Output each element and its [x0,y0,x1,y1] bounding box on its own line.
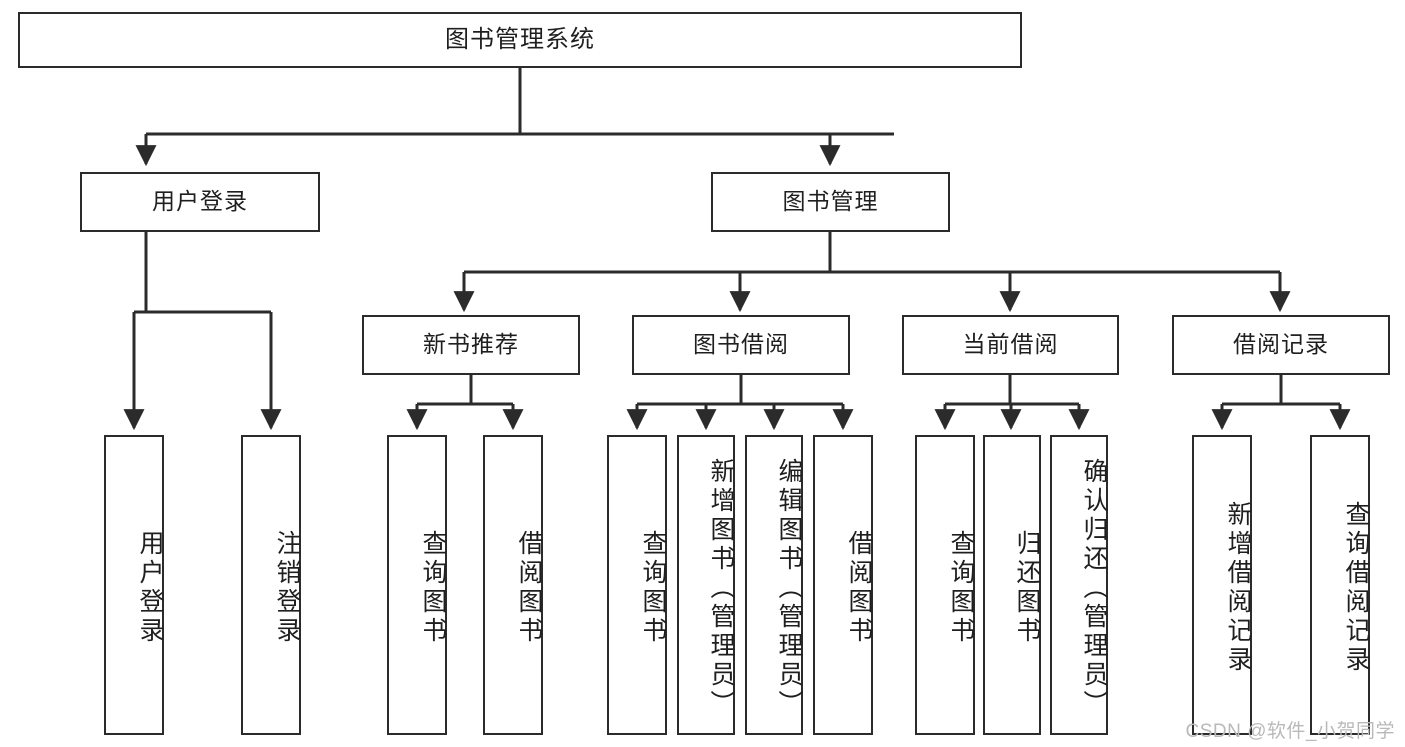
node-current-borrow[interactable]: 当前借阅 [902,315,1119,375]
node-new-book-recommend[interactable]: 新书推荐 [362,315,580,375]
node-book-borrow-label: 图书借阅 [693,331,789,358]
leaf-borrow-book-a[interactable]: 借阅图书 [483,435,543,735]
leaf-logout[interactable]: 注销登录 [241,435,301,735]
leaf-add-record-label: 新增借阅记录 [1224,501,1252,675]
node-borrow-record-label: 借阅记录 [1233,331,1329,358]
node-new-book-recommend-label: 新书推荐 [423,331,519,358]
leaf-confirm-return-label: 确认归还（管理员） [1080,457,1108,719]
leaf-query-book-b[interactable]: 查询图书 [607,435,667,735]
node-user-login-label: 用户登录 [152,188,248,215]
leaf-query-record-label: 查询借阅记录 [1342,501,1370,675]
leaf-logout-label: 注销登录 [273,530,301,646]
leaf-user-login-label: 用户登录 [136,530,164,646]
leaf-user-login[interactable]: 用户登录 [104,435,164,735]
node-book-manage-label: 图书管理 [782,188,879,215]
leaf-return-book-label: 归还图书 [1013,530,1041,646]
leaf-query-book-b-label: 查询图书 [639,530,667,646]
node-user-login[interactable]: 用户登录 [80,172,320,232]
node-book-borrow[interactable]: 图书借阅 [632,315,850,375]
node-book-manage[interactable]: 图书管理 [711,172,950,232]
leaf-query-book-a[interactable]: 查询图书 [387,435,447,735]
leaf-confirm-return[interactable]: 确认归还（管理员） [1050,435,1108,735]
leaf-add-record[interactable]: 新增借阅记录 [1192,435,1252,735]
leaf-query-book-c[interactable]: 查询图书 [915,435,975,735]
node-root[interactable]: 图书管理系统 [18,12,1022,68]
leaf-query-book-c-label: 查询图书 [947,530,975,646]
node-borrow-record[interactable]: 借阅记录 [1172,315,1390,375]
leaf-edit-book-label: 编辑图书（管理员） [775,457,803,719]
leaf-query-book-a-label: 查询图书 [419,530,447,646]
node-current-borrow-label: 当前借阅 [962,331,1059,358]
leaf-add-book-label: 新增图书（管理员） [707,457,735,719]
leaf-return-book[interactable]: 归还图书 [983,435,1041,735]
leaf-add-book[interactable]: 新增图书（管理员） [677,435,735,735]
watermark-text: CSDN @软件_小贺同学 [1185,721,1395,742]
leaf-borrow-book-b-label: 借阅图书 [845,530,873,646]
leaf-query-record[interactable]: 查询借阅记录 [1310,435,1370,735]
leaf-borrow-book-b[interactable]: 借阅图书 [813,435,873,735]
leaf-edit-book[interactable]: 编辑图书（管理员） [745,435,803,735]
leaf-borrow-book-a-label: 借阅图书 [515,530,543,646]
node-root-label: 图书管理系统 [445,25,595,53]
